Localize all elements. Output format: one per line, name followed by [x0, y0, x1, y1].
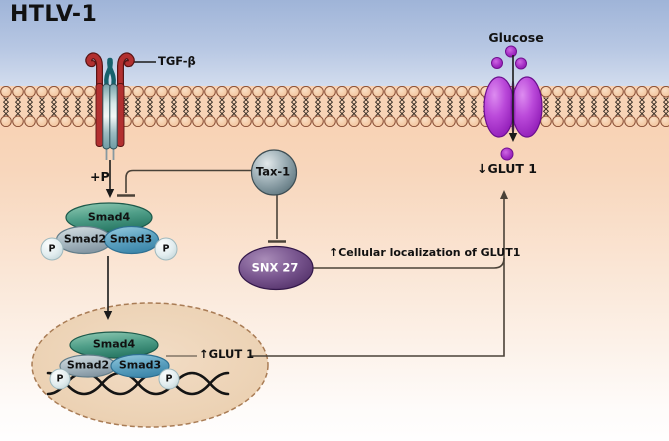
receptor-transmembrane-bar [102, 83, 111, 150]
glucose-molecules [491, 45, 527, 161]
nucleus-to-glut1-feedback-line [166, 190, 508, 357]
snx27-to-glut1-line [290, 257, 505, 269]
smad2-label: Smad2 [63, 232, 107, 246]
phosphorylation-arrow [105, 160, 115, 198]
phosphate-label: P [56, 373, 64, 385]
smad3-nucleus-label: Smad3 [118, 358, 162, 372]
phosphate-circle [49, 368, 71, 390]
tax1-inhibits-smad-line [117, 169, 274, 197]
phosphate-label: P [48, 243, 56, 255]
glut1-increase-label: ↑GLUT 1 [199, 347, 255, 361]
tgf-beta-receptor [85, 52, 135, 160]
smad4-nucleus-label: Smad4 [92, 337, 136, 351]
phosphate-circle [40, 237, 64, 261]
smad-nuclear-import-arrow [103, 256, 113, 320]
receptor-transmembrane-bar [109, 83, 118, 150]
tgf-beta-label: TGF-β [158, 54, 196, 68]
phosphate-circle [154, 237, 178, 261]
glucose-label: Glucose [488, 30, 544, 45]
phosphate-circle [158, 368, 180, 390]
tax1-label: Tax-1 [255, 164, 291, 179]
phosphate-label: P [162, 243, 170, 255]
diagram-title: HTLV-1 [10, 2, 98, 27]
smad-complex-nucleus [49, 331, 180, 390]
tax1-protein [250, 149, 298, 196]
glut1-transporter [483, 45, 543, 161]
snx27-label: SNX 27 [251, 260, 299, 275]
phospho-label: +P [90, 169, 110, 184]
phosphate-label: P [165, 373, 173, 385]
snx27-protein [238, 245, 314, 291]
smad3-label: Smad3 [109, 232, 153, 246]
glucose-uptake-arrow [508, 55, 518, 142]
smad-complex-cytoplasm [40, 202, 178, 261]
snx27-effect-label: ↑Cellular localization of GLUT1 [329, 246, 521, 259]
tgf-beta-ligand [104, 57, 116, 87]
glut1-decrease-label: ↓GLUT 1 [477, 161, 537, 176]
smad4-label: Smad4 [87, 210, 131, 224]
smad2-nucleus-label: Smad2 [66, 358, 110, 372]
